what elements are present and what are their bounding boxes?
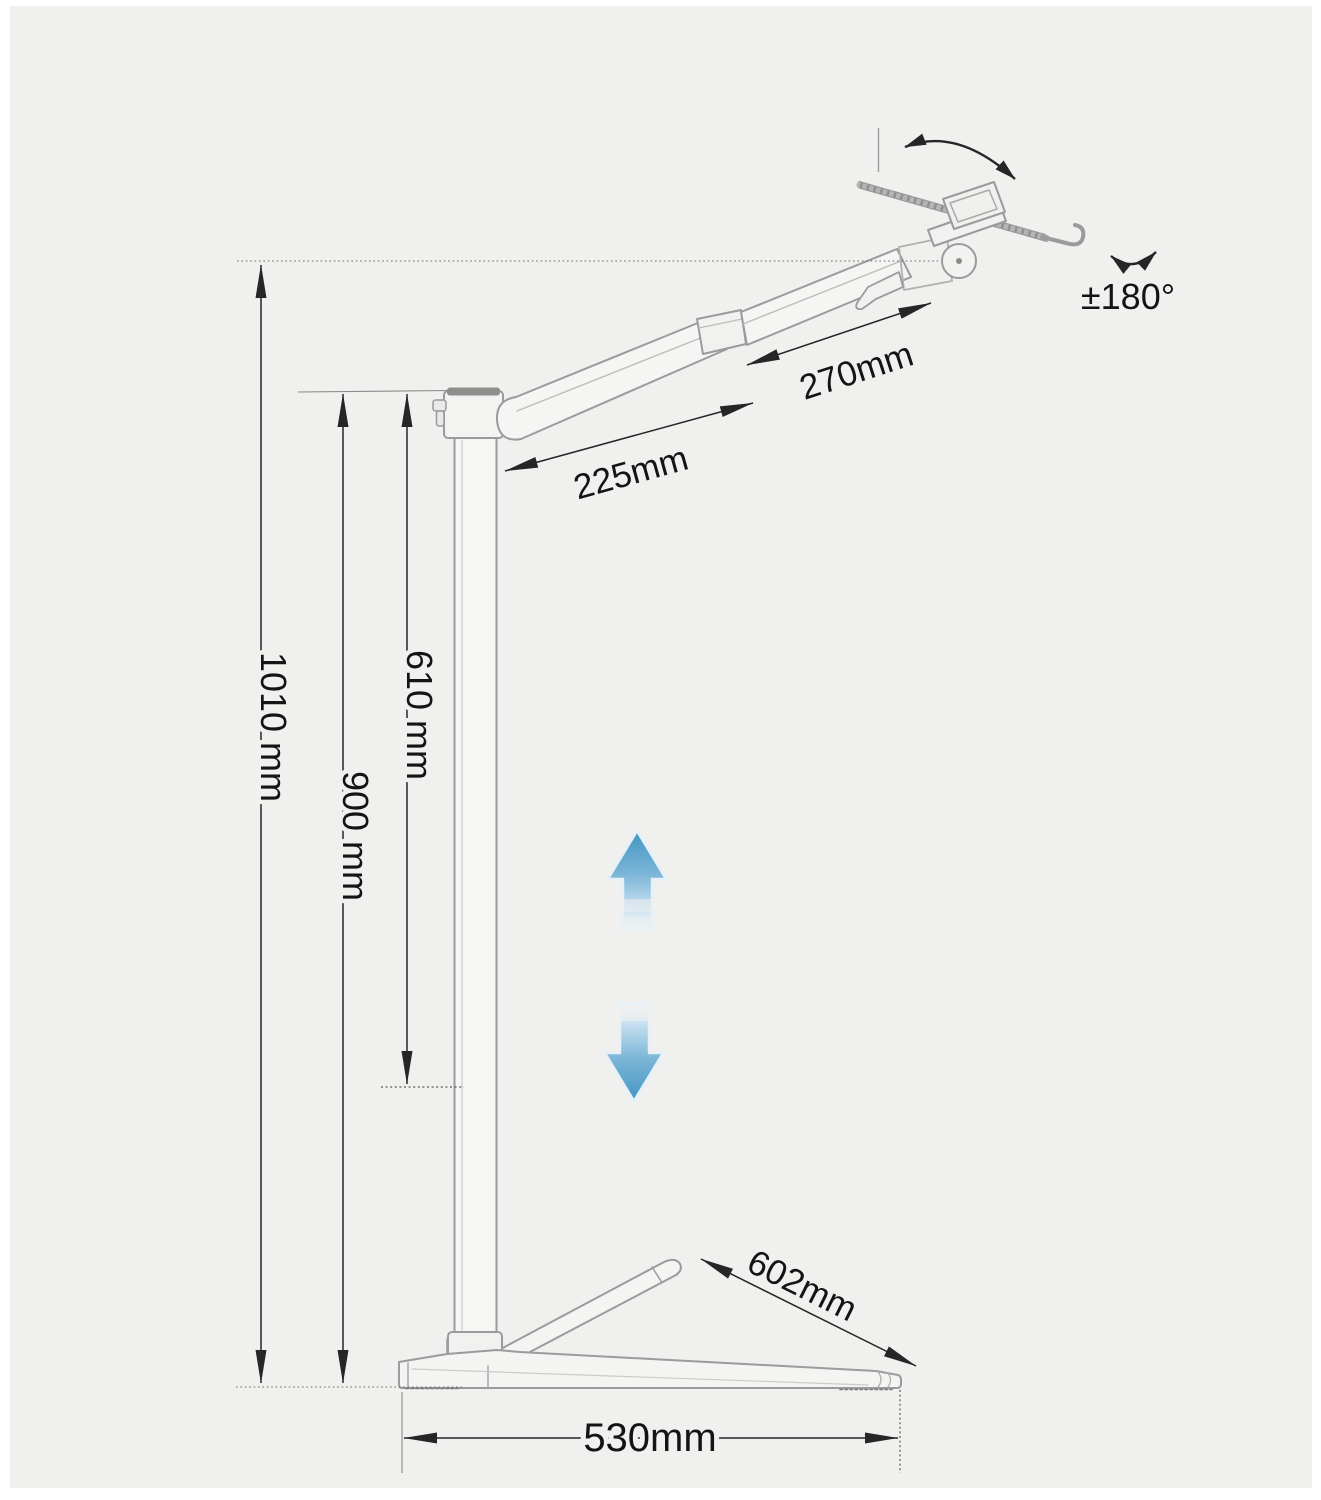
rotation-range-label: ±180° — [1081, 276, 1175, 317]
column-height-label: 900 mm — [335, 771, 376, 901]
dim-line-lower-arm — [504, 402, 754, 472]
height-adjust-arrows — [603, 829, 668, 1103]
tilt-rotation-arc-arrow — [904, 133, 1016, 180]
tablet-plate — [942, 181, 1006, 230]
ext-line-column-top — [297, 389, 453, 393]
stand-column — [453, 435, 498, 1335]
diagram-background — [10, 6, 1312, 1488]
column-top-clamp — [432, 387, 504, 439]
base-leg — [496, 1258, 682, 1364]
total-height-label: 1010 mm — [253, 652, 294, 802]
dimension-lines — [236, 128, 1157, 1473]
base-assembly — [398, 1258, 902, 1391]
dim-line-leg-length — [700, 1258, 917, 1367]
swivel-rotation-arc-arrow — [1110, 251, 1157, 274]
dim-line-upper-arm — [746, 302, 932, 366]
height-adjust-down-arrow — [603, 1002, 665, 1103]
pivot-joint — [941, 243, 977, 279]
rod-end-hook — [1040, 223, 1086, 247]
base-width-label: 530mm — [583, 1416, 716, 1460]
lift-range-label: 610 mm — [399, 650, 440, 780]
head-assembly — [855, 180, 1086, 311]
